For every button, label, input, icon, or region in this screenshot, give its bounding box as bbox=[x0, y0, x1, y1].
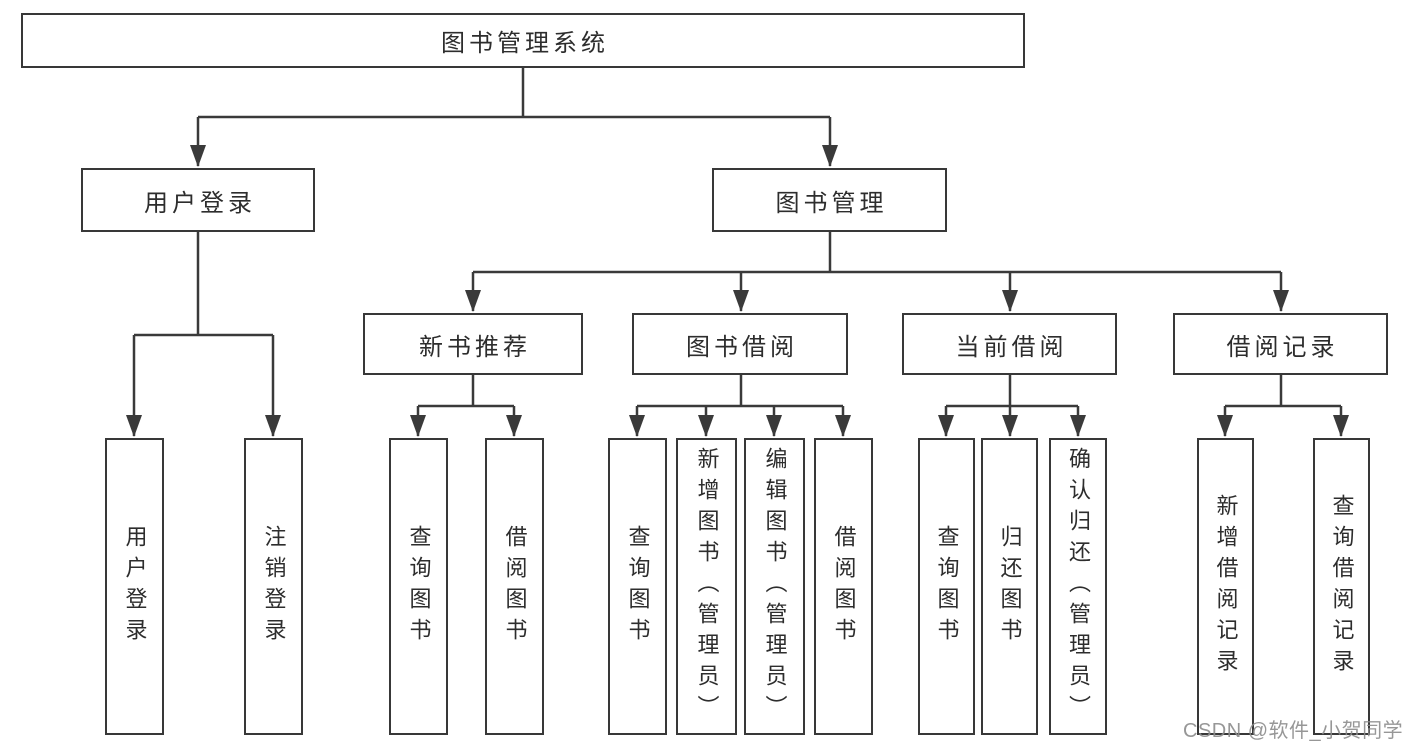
node-book-management: 图书管理 bbox=[712, 168, 947, 232]
leaf-return-books: 归还图书 bbox=[981, 438, 1038, 735]
leaf-query-books-borrowing: 查询图书 bbox=[608, 438, 667, 735]
csdn-watermark: CSDN @软件_小贺同学 bbox=[1183, 720, 1404, 742]
leaf-borrow-books-recommend: 借阅图书 bbox=[485, 438, 544, 735]
node-user-login: 用户登录 bbox=[81, 168, 315, 232]
leaf-query-books-recommend: 查询图书 bbox=[389, 438, 448, 735]
leaf-add-books-admin: 新增图书（管理员） bbox=[676, 438, 737, 735]
node-current-borrowing: 当前借阅 bbox=[902, 313, 1117, 375]
leaf-add-borrow-record: 新增借阅记录 bbox=[1197, 438, 1254, 735]
node-new-book-recommend: 新书推荐 bbox=[363, 313, 583, 375]
node-library-system: 图书管理系统 bbox=[21, 13, 1025, 68]
node-book-borrowing: 图书借阅 bbox=[632, 313, 848, 375]
leaf-confirm-return-admin: 确认归还（管理员） bbox=[1049, 438, 1107, 735]
leaf-edit-books-admin: 编辑图书（管理员） bbox=[744, 438, 805, 735]
node-borrowing-records: 借阅记录 bbox=[1173, 313, 1388, 375]
leaf-user-login: 用户登录 bbox=[105, 438, 164, 735]
leaf-query-borrow-record: 查询借阅记录 bbox=[1313, 438, 1370, 735]
leaf-logout: 注销登录 bbox=[244, 438, 303, 735]
leaf-borrow-books: 借阅图书 bbox=[814, 438, 873, 735]
leaf-query-books-current: 查询图书 bbox=[918, 438, 975, 735]
